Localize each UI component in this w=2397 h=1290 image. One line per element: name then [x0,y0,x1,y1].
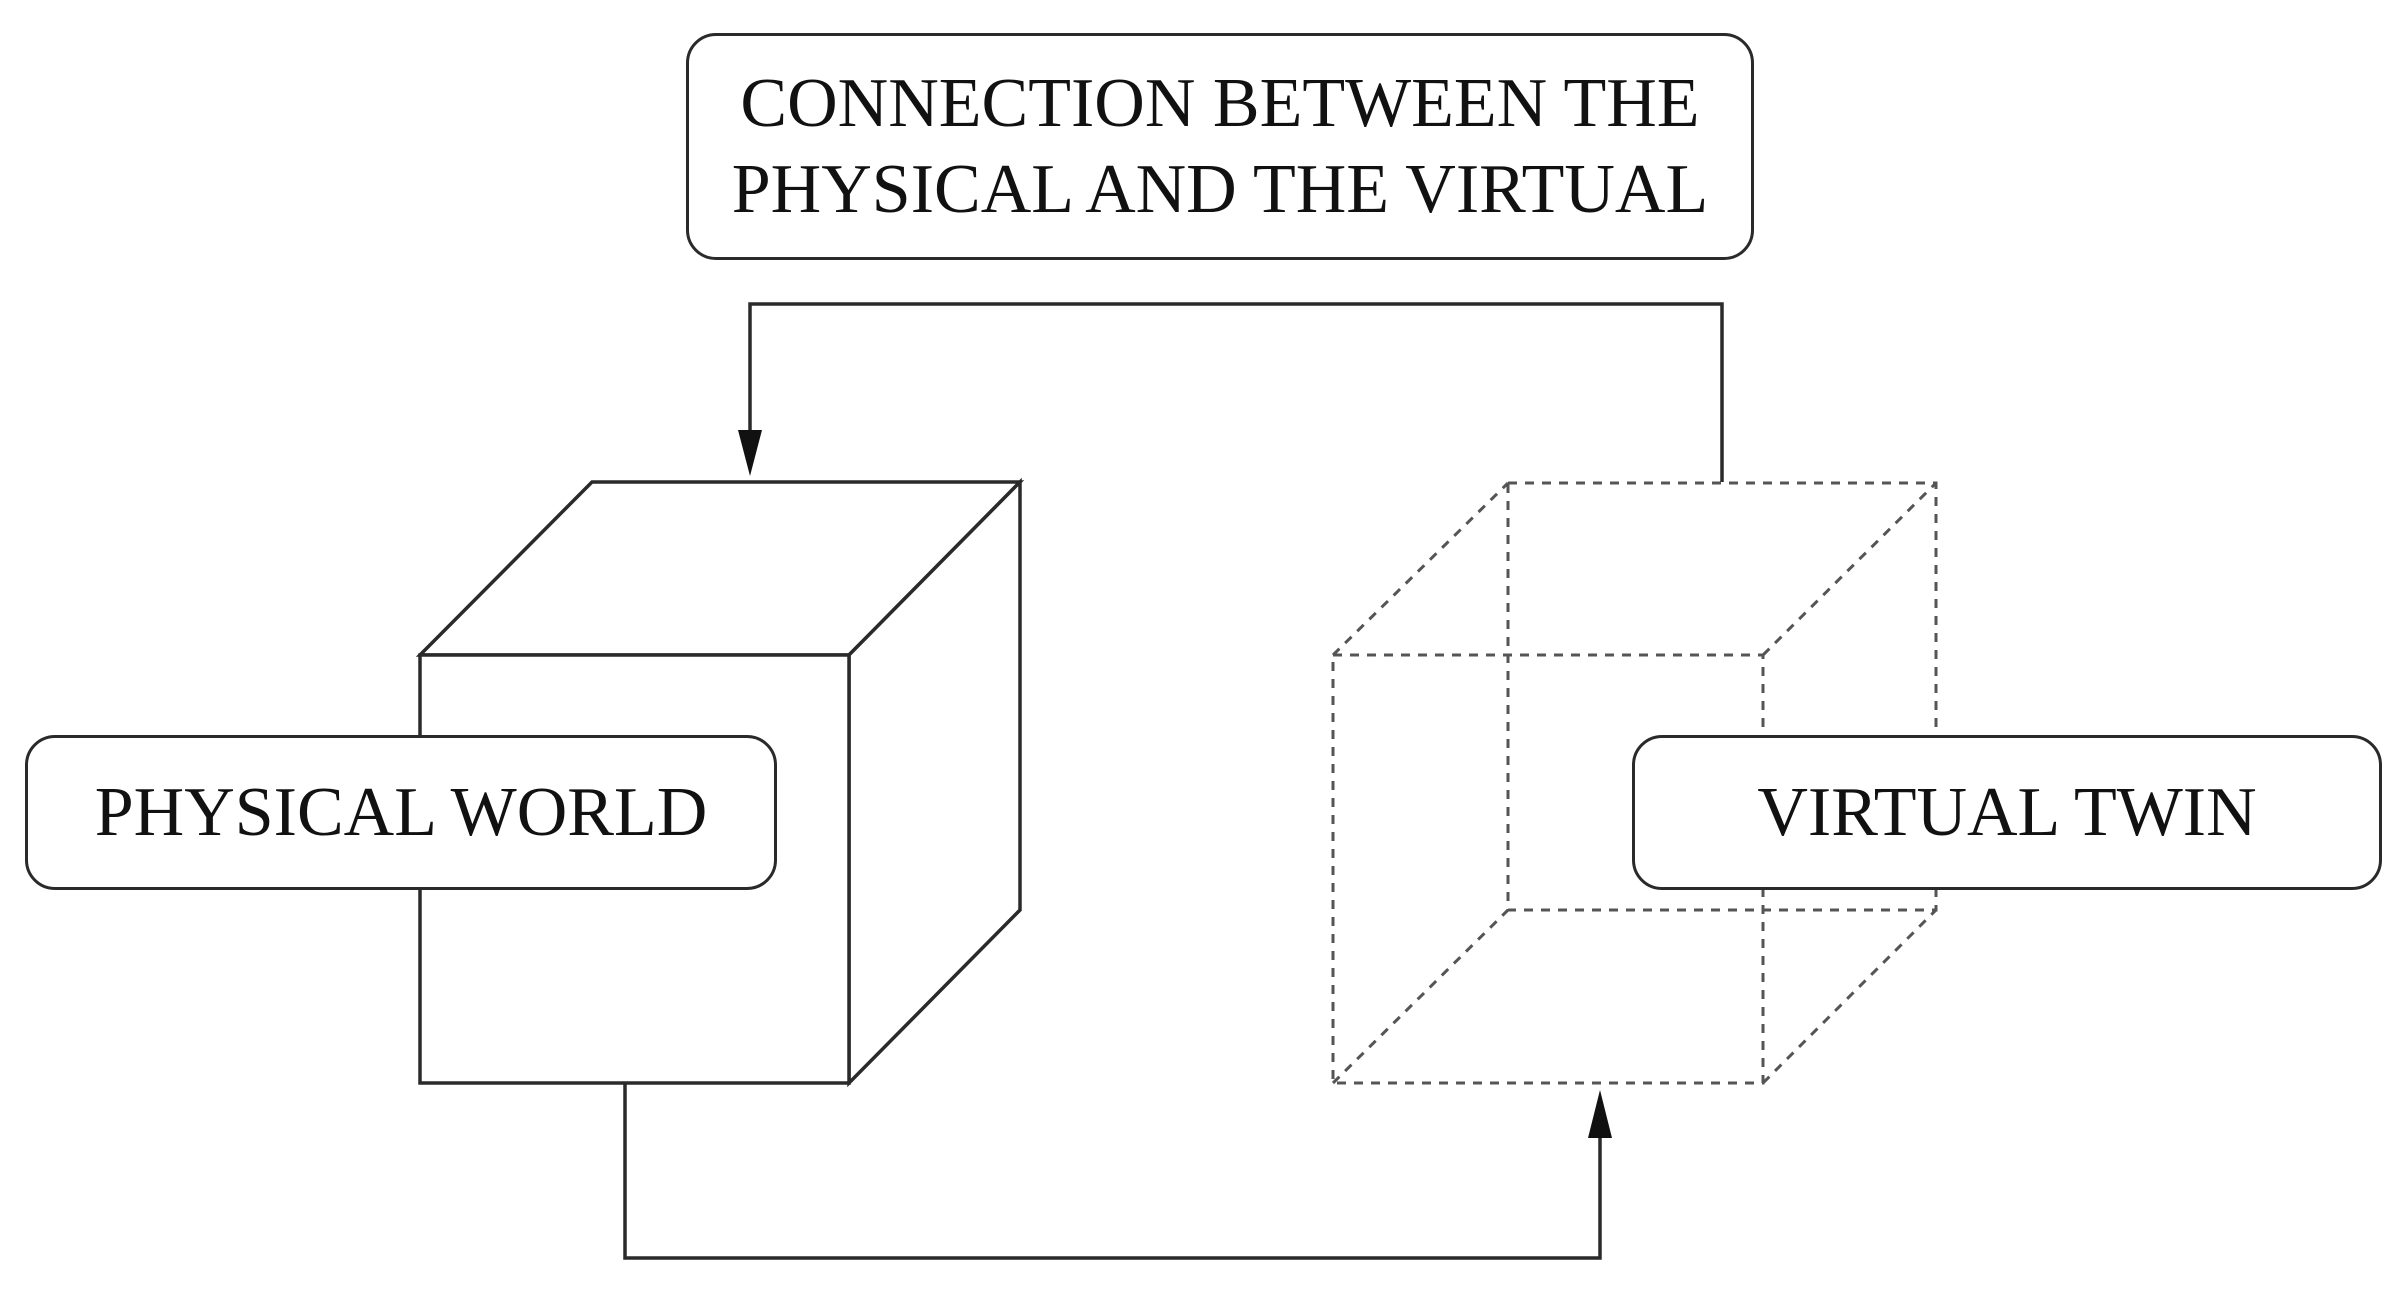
top-connector [748,302,1724,482]
arrow-up-icon [1588,1090,1612,1138]
top-connector-line [748,302,1724,482]
virtual-cube-back-face [1506,481,1938,912]
physical-world-label-box: PHYSICAL WORLD [25,735,777,890]
virtual-cube-edge-br [1761,908,1938,1085]
virtual-cube-front-face [1331,653,1765,1085]
bottom-connector [623,1083,1602,1260]
virtual-twin-label-box: VIRTUAL TWIN [1632,735,2382,890]
virtual-cube-edge-bl [1331,908,1510,1085]
arrow-down-icon [738,430,762,476]
physical-cube [415,477,1025,1088]
bottom-connector-line [623,1083,1602,1260]
connection-label-box: CONNECTION BETWEEN THE PHYSICAL AND THE … [686,33,1754,260]
virtual-cube-edge-tl [1331,481,1510,657]
virtual-cube-edge-tr [1761,481,1938,657]
virtual-cube [1331,481,1938,1085]
